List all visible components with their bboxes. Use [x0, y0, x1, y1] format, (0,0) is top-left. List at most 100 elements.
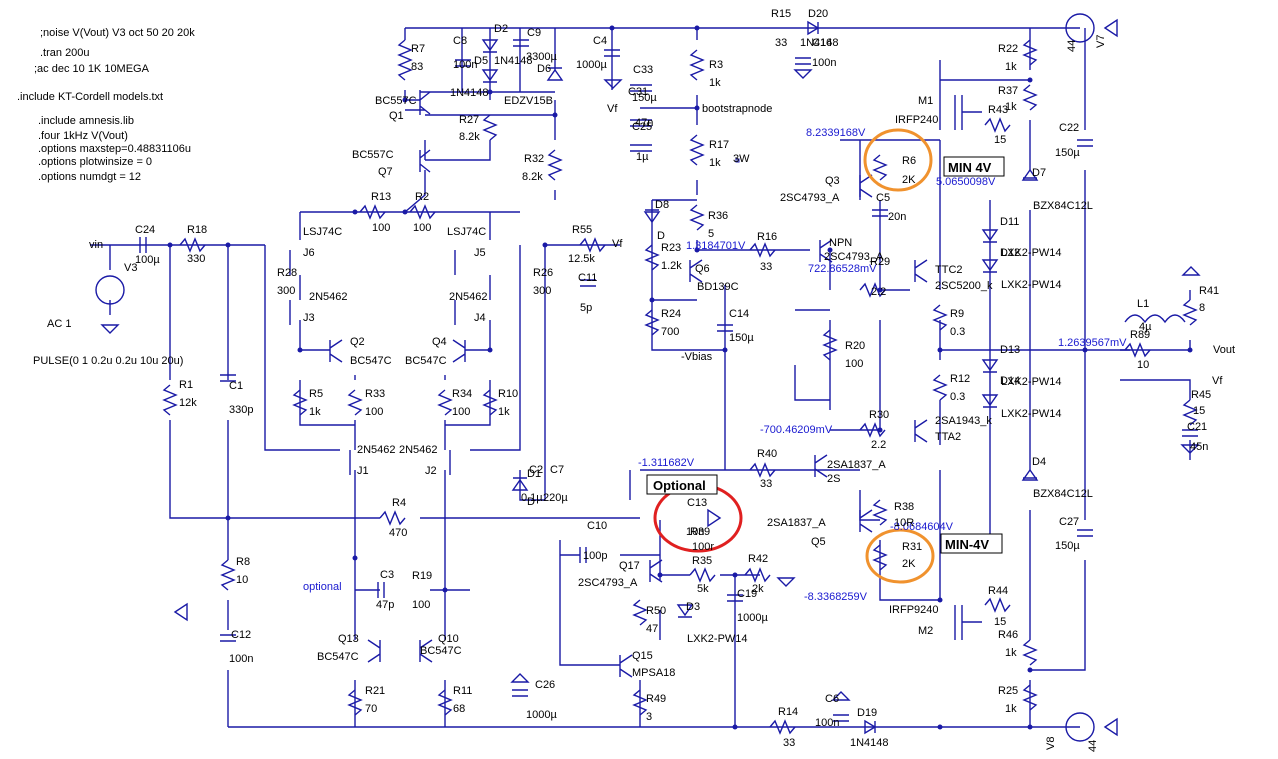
transistor-part: 2N5462 — [399, 444, 438, 456]
net-label-vout: Vout — [1213, 344, 1235, 356]
resistor-ref: R1 — [179, 379, 193, 391]
transistor-part: LSJ74C — [447, 226, 486, 238]
diode-part: LXK2-PW14 — [1001, 408, 1062, 420]
transistor-part: 2SA1837_A — [767, 517, 826, 529]
diode-ref: D14 — [1000, 375, 1020, 387]
capacitor-ref: C16 — [812, 37, 832, 49]
resistor-ref: R43 — [988, 104, 1008, 116]
diode-ref: D12 — [1000, 247, 1020, 259]
transistor-part: IRFP240 — [895, 114, 938, 126]
resistor-ref: R3 — [709, 59, 723, 71]
diode-part: D — [657, 230, 665, 242]
resistor-value: 68 — [453, 703, 465, 715]
resistor-value: 100 — [412, 599, 430, 611]
capacitor-ref: C8 — [453, 35, 467, 47]
resistor-value: 10 — [236, 574, 248, 586]
transistor-ref: TTC2 — [935, 264, 963, 276]
capacitor-ref: C11 — [578, 272, 597, 284]
resistor-ref: R30 — [869, 409, 889, 421]
transistor-part: LSJ74C — [303, 226, 342, 238]
diode-ref: D11 — [1000, 216, 1019, 228]
resistor-ref: R27 — [459, 114, 479, 126]
transistor-part: MPSA18 — [632, 667, 675, 679]
transistor-part: 2SC4793_A — [824, 251, 884, 263]
resistor-value: 2K — [902, 558, 916, 570]
transistor-ref: NPN — [829, 237, 852, 249]
resistor-ref: R41 — [1199, 285, 1219, 297]
capacitor-value: 1000µ — [576, 59, 607, 71]
transistor-part: IRFP9240 — [889, 604, 939, 616]
diode-ref: D5 — [474, 55, 488, 67]
junction-dots — [167, 25, 1193, 730]
resistor-ref: R25 — [998, 685, 1018, 697]
transistor-part: 2SA1943_k — [935, 415, 992, 427]
resistor-value: 10R — [894, 517, 914, 529]
node-voltage: 722.86528mV — [808, 263, 877, 275]
resistor-value: 2k — [752, 583, 764, 595]
net-label-vf: Vf — [612, 238, 623, 250]
resistor-ref: R9 — [950, 308, 964, 320]
resistor-ref: R18 — [187, 224, 207, 236]
source-ac: AC 1 — [47, 318, 71, 330]
resistor-ref: R10 — [498, 388, 518, 400]
orange-highlight-r31 — [865, 528, 935, 584]
capacitor-value: 1000µ — [526, 709, 557, 721]
resistor-value: 1k — [498, 406, 510, 418]
resistor-value: 1k — [1005, 703, 1017, 715]
node-voltage: -8.0684604V — [890, 521, 954, 533]
resistor-value: 700 — [661, 326, 679, 338]
diode-ref: D3 — [686, 601, 700, 613]
resistor-value: 1k — [1005, 101, 1017, 113]
capacitor-value: 20n — [888, 211, 906, 223]
capacitor-ref: C27 — [1059, 516, 1079, 528]
capacitor-value: 100n — [812, 57, 836, 69]
resistor-ref: R19 — [412, 570, 432, 582]
transistor-part: 2SC5200_k — [935, 280, 993, 292]
transistor-ref: Q2 — [350, 336, 365, 348]
capacitor-symbols — [139, 39, 1198, 722]
resistor-ref: R38 — [894, 501, 914, 513]
diode-ref: D8 — [655, 199, 669, 211]
diode-part: BZX84C12L — [1033, 488, 1093, 500]
resistor-ref: R7 — [411, 43, 425, 55]
inductor-labels: L1 4µ — [1137, 298, 1152, 333]
capacitor-value: 330p — [229, 404, 253, 416]
resistor-value: 15 — [1193, 405, 1205, 417]
resistor-value: 70 — [365, 703, 377, 715]
resistor-value: 33 — [760, 261, 772, 273]
resistor-ref: R13 — [371, 191, 391, 203]
transistor-ref: Q3 — [825, 175, 840, 187]
transistor-ref: Q5 — [811, 536, 826, 548]
transistor-part: BC547C — [405, 355, 447, 367]
directive: .tran 200u — [40, 47, 90, 59]
transistor-ref: Q13 — [338, 633, 359, 645]
capacitor-ref: C24 — [135, 224, 155, 236]
callout-3w: 3W — [733, 153, 750, 165]
resistor-value: 1k — [709, 77, 721, 89]
transistor-ref: Q6 — [695, 263, 710, 275]
capacitor-ref: C31 — [628, 86, 648, 98]
resistor-value: 47 — [646, 623, 658, 635]
capacitor-ref: C5 — [876, 192, 890, 204]
diode-part: 1N4148 — [450, 87, 489, 99]
resistor-ref: R36 — [708, 210, 728, 222]
resistor-ref: R12 — [950, 373, 970, 385]
resistor-ref: R40 — [757, 448, 777, 460]
resistor-ref: R42 — [748, 553, 768, 565]
node-voltage: -1.311682V — [638, 457, 695, 469]
capacitor-value: 220µ — [543, 492, 568, 504]
transistor-part: 2N5462 — [309, 291, 348, 303]
resistor-symbols — [162, 39, 1198, 735]
min-pos-box — [943, 156, 1005, 177]
transistor-ref: J1 — [357, 465, 369, 477]
transistor-part: BC547C — [350, 355, 392, 367]
resistor-value: 83 — [411, 61, 423, 73]
capacitor-value: 100n — [229, 653, 253, 665]
resistor-ref: R32 — [524, 153, 544, 165]
resistor-ref: R14 — [778, 706, 798, 718]
source-symbols — [95, 13, 1095, 742]
transistor-part: 2SC4793_A — [780, 192, 840, 204]
